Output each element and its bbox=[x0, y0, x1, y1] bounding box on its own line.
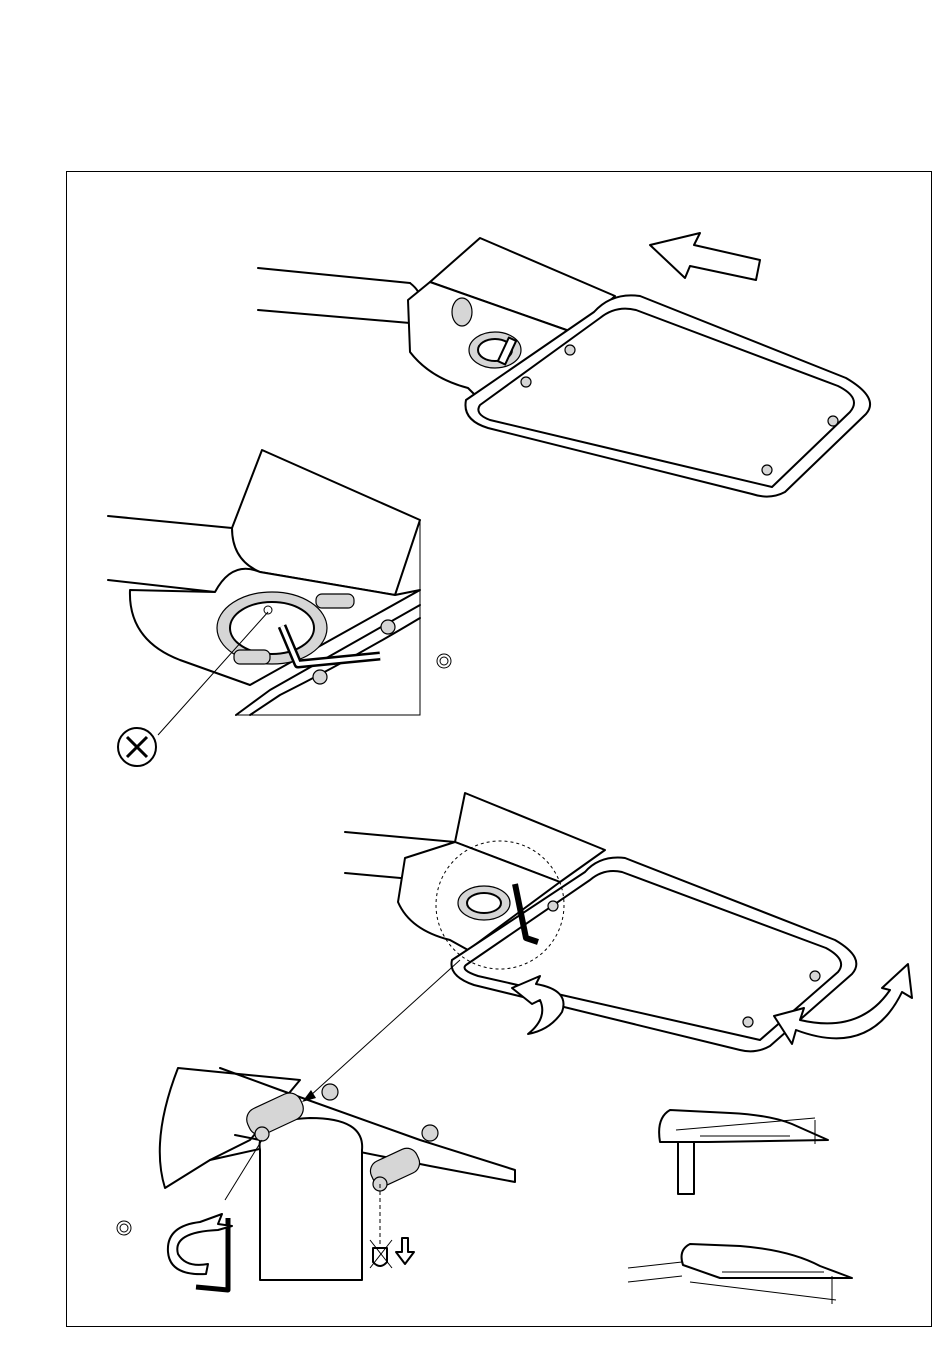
side-view-horizontal bbox=[659, 1110, 828, 1142]
slot-bracket bbox=[316, 594, 354, 608]
pole-top-edge bbox=[258, 268, 410, 283]
clamp-screw bbox=[255, 1127, 269, 1141]
cable-entry bbox=[452, 298, 472, 326]
screw bbox=[548, 901, 558, 911]
step-5-tilt-views bbox=[628, 1110, 852, 1304]
arrow-down-icon bbox=[396, 1238, 414, 1264]
side-view-pole bbox=[678, 1142, 694, 1194]
pole-top-edge bbox=[345, 832, 455, 842]
rotate-arrow-icon bbox=[168, 1214, 232, 1274]
step-2-closeup bbox=[108, 450, 451, 766]
screw bbox=[743, 1017, 753, 1027]
angle-indicator bbox=[690, 1276, 836, 1304]
torque-symbol-icon-inner bbox=[440, 657, 448, 665]
torque-symbol-icon-inner bbox=[120, 1224, 128, 1232]
side-view-arm bbox=[628, 1262, 682, 1282]
step-3-rotate bbox=[302, 793, 912, 1102]
cover-screw bbox=[422, 1125, 438, 1141]
screw bbox=[810, 971, 820, 981]
step-4-detail bbox=[117, 1068, 515, 1290]
screw bbox=[565, 345, 575, 355]
torque-symbol-icon bbox=[117, 1221, 131, 1235]
screw bbox=[313, 670, 327, 684]
screw bbox=[828, 416, 838, 426]
pole-bottom-edge bbox=[258, 310, 410, 323]
screw bbox=[381, 620, 395, 634]
screw bbox=[762, 465, 772, 475]
side-view-tilted bbox=[682, 1244, 852, 1278]
slot-bracket bbox=[234, 650, 270, 664]
pole-top-edge bbox=[108, 516, 232, 528]
detail-leader bbox=[310, 960, 460, 1096]
clamp-center bbox=[467, 893, 501, 913]
screw bbox=[521, 377, 531, 387]
arrow-left-icon bbox=[650, 233, 760, 280]
pole-section bbox=[260, 1118, 363, 1280]
step-1-luminaire bbox=[258, 233, 870, 497]
cover-screw bbox=[322, 1084, 338, 1100]
grub-screw bbox=[373, 1248, 387, 1266]
torque-symbol-icon bbox=[437, 654, 451, 668]
